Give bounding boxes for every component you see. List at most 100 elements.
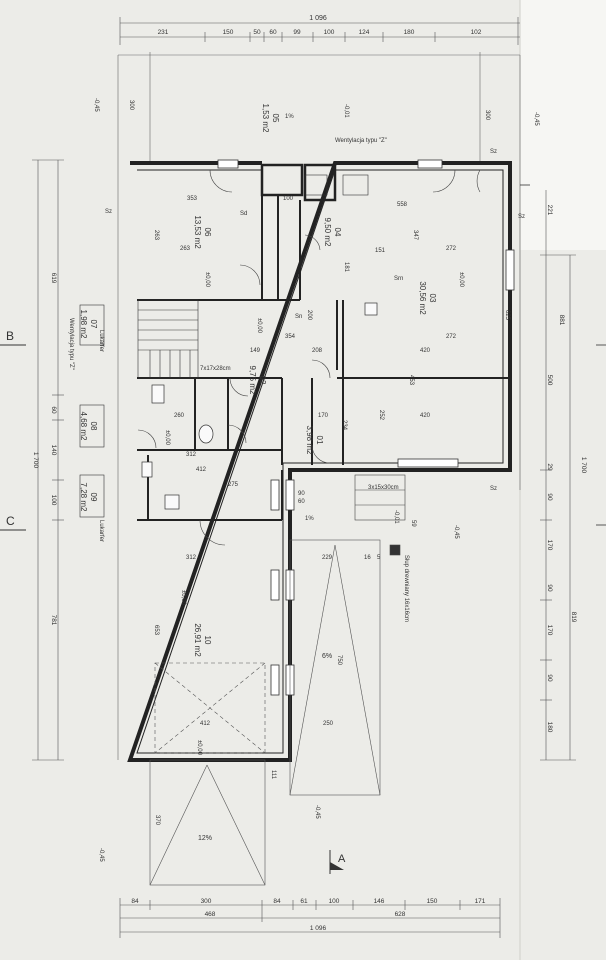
svg-text:1,98 m2: 1,98 m2: [79, 310, 88, 339]
svg-text:±0,00: ±0,00: [164, 430, 170, 446]
svg-text:312: 312: [186, 452, 197, 458]
left-dim-100: 100: [50, 495, 57, 506]
svg-text:-0,01: -0,01: [343, 104, 349, 118]
right-dim-1700: 1 700: [580, 457, 587, 474]
steps-label: 3x15x30cm: [368, 485, 399, 491]
svg-text:558: 558: [397, 202, 408, 208]
svg-text:16: 16: [364, 555, 371, 561]
right-dim-29: 29: [546, 463, 553, 471]
section-marker-c: C: [0, 514, 26, 531]
vent-label-left: Wentylacja typu "Z": [68, 318, 74, 370]
svg-text:272: 272: [446, 246, 457, 252]
svg-text:±0,00: ±0,00: [458, 272, 464, 288]
section-marker-b: B: [0, 329, 26, 346]
svg-text:-0,45: -0,45: [533, 112, 539, 126]
kitchen-units: [304, 174, 369, 196]
room-06: 06 13,53 m2: [193, 215, 212, 249]
svg-text:B: B: [6, 329, 14, 343]
svg-text:420: 420: [420, 413, 431, 419]
sn-label: Sn: [295, 314, 302, 320]
bottom-dim-5: 100: [329, 898, 340, 905]
driveway-ramp: [149, 539, 381, 886]
svg-text:149: 149: [250, 348, 261, 354]
bottom-dimension-chain: [119, 898, 501, 938]
post-label: Słup drewniany 16x16cm: [403, 555, 409, 622]
bottom-dim-1: 84: [131, 898, 139, 905]
svg-text:90: 90: [298, 491, 305, 497]
exterior-walls: [127, 161, 512, 762]
svg-text:05: 05: [271, 114, 280, 123]
svg-text:111: 111: [270, 770, 276, 780]
windows: [217, 159, 515, 696]
right-dim-881: 881: [558, 315, 565, 326]
svg-text:100: 100: [283, 196, 294, 202]
svg-text:260: 260: [174, 413, 185, 419]
bathroom-fixtures: [141, 302, 378, 510]
svg-text:-0,45: -0,45: [93, 98, 99, 112]
svg-text:7,28 m2: 7,28 m2: [79, 483, 88, 512]
svg-text:412: 412: [196, 467, 207, 473]
bottom-sub-628: 628: [395, 911, 406, 918]
svg-text:59: 59: [410, 520, 416, 527]
lukarfer-label-1: Lukarfer: [98, 330, 104, 352]
bottom-overall: 1 096: [310, 925, 327, 932]
right-dim-90b: 90: [546, 584, 553, 592]
svg-text:263: 263: [180, 246, 191, 252]
right-dim-500: 500: [546, 375, 553, 386]
svg-text:-0,45: -0,45: [314, 805, 320, 819]
left-dim-781: 781: [50, 615, 57, 626]
top-dim-7: 124: [359, 29, 370, 36]
bottom-dim-4: 61: [300, 898, 308, 905]
svg-text:±0,00: ±0,00: [256, 318, 262, 334]
svg-text:04: 04: [333, 228, 342, 237]
room-labels: 05 1,53 m2 06 13,53 m2 04 9,50 m2 03 30,…: [79, 104, 437, 658]
bottom-dim-6: 146: [374, 898, 385, 905]
right-dim-221: 221: [546, 205, 553, 216]
svg-text:234: 234: [341, 420, 347, 431]
bottom-sub-468: 468: [205, 911, 216, 918]
svg-text:±0,00: ±0,00: [196, 740, 202, 756]
svg-text:±0,00: ±0,00: [204, 272, 210, 288]
svg-text:625: 625: [504, 310, 510, 321]
top-dim-1: 231: [158, 29, 169, 36]
top-dim-4: 60: [269, 29, 277, 36]
svg-text:1,53 m2: 1,53 m2: [261, 104, 270, 133]
right-dim-170a: 170: [546, 540, 553, 551]
left-dim-60: 60: [50, 406, 57, 414]
bottom-dim-2: 300: [201, 898, 212, 905]
right-dim-90c: 90: [546, 674, 553, 682]
svg-text:01: 01: [315, 436, 324, 445]
svg-text:353: 353: [187, 196, 198, 202]
ramp-slope-1: 6%: [322, 653, 332, 660]
right-dim-90a: 90: [546, 493, 553, 501]
stairs-label: 7x17x28cm: [200, 366, 231, 372]
lukarfer-label-2: Lukarfer: [98, 520, 104, 542]
svg-text:300: 300: [484, 110, 490, 121]
svg-text:370: 370: [154, 815, 160, 826]
section-marker-a: A: [329, 850, 346, 874]
svg-text:08: 08: [89, 422, 98, 431]
svg-text:653: 653: [153, 625, 159, 636]
left-label-boxes: [79, 304, 105, 518]
svg-text:-0,01: -0,01: [393, 510, 399, 524]
top-dim-9: 102: [471, 29, 482, 36]
svg-text:C: C: [6, 514, 15, 528]
svg-text:A: A: [338, 853, 346, 865]
svg-text:06: 06: [203, 228, 212, 237]
svg-text:275: 275: [228, 482, 239, 488]
vent-label-top: Wentylacja typu "Z": [335, 138, 387, 144]
left-dim-140: 140: [50, 445, 57, 456]
svg-text:200: 200: [306, 310, 312, 321]
svg-text:10: 10: [203, 636, 212, 645]
room-01: 01 3,98 m2: [305, 426, 324, 455]
svg-text:300: 300: [128, 100, 134, 111]
svg-text:312: 312: [186, 555, 197, 561]
svg-text:9,50 m2: 9,50 m2: [323, 218, 332, 247]
svg-text:272: 272: [446, 334, 457, 340]
room-08: 08 4,68 m2: [79, 412, 98, 441]
svg-text:5: 5: [377, 555, 381, 561]
svg-text:03: 03: [428, 294, 437, 303]
top-dim-8: 180: [404, 29, 415, 36]
